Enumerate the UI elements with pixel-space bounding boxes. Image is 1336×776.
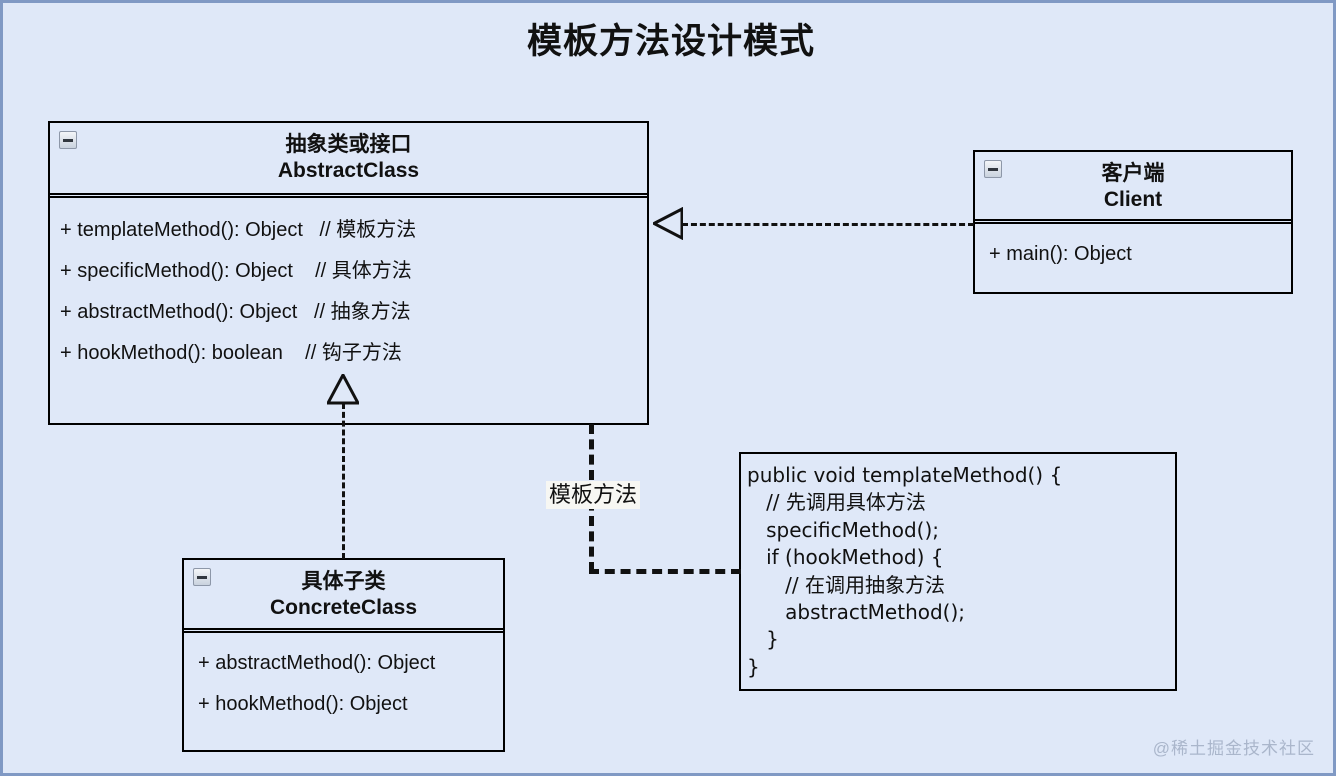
member-row: + abstractMethod(): Object // 抽象方法 — [60, 301, 411, 323]
abstractclass-separator — [50, 195, 647, 198]
client-header: 客户端 Client — [975, 152, 1291, 221]
concreteclass-separator — [184, 630, 503, 633]
client-title-cn: 客户端 — [1101, 162, 1165, 185]
code-note-box: public void templateMethod() { // 先调用具体方… — [739, 452, 1177, 691]
member-row: + templateMethod(): Object // 模板方法 — [60, 219, 417, 241]
client-separator — [975, 221, 1291, 224]
watermark: @稀土掘金技术社区 — [1152, 739, 1315, 758]
concreteclass-title-en: ConcreteClass — [269, 596, 418, 620]
generalization-dashed-line — [342, 403, 345, 559]
collapse-minus-icon[interactable] — [193, 568, 211, 586]
concreteclass-title-cn: 具体子类 — [301, 570, 386, 593]
collapse-minus-icon[interactable] — [984, 160, 1002, 178]
dependency-hollow-triangle-icon — [653, 207, 683, 240]
template-method-code: public void templateMethod() { // 先调用具体方… — [747, 463, 1063, 679]
member-row: + hookMethod(): Object — [198, 693, 408, 715]
concreteclass-members: + abstractMethod(): Object + hookMethod(… — [184, 633, 503, 733]
uml-class-client[interactable]: 客户端 Client + main(): Object — [973, 150, 1293, 294]
dependency-dashed-line — [682, 223, 974, 226]
concreteclass-header: 具体子类 ConcreteClass — [184, 560, 503, 630]
abstractclass-title-cn: 抽象类或接口 — [285, 133, 412, 156]
uml-class-concreteclass[interactable]: 具体子类 ConcreteClass + abstractMethod(): O… — [182, 558, 505, 752]
page-title: 模板方法设计模式 — [526, 22, 815, 61]
member-row: + specificMethod(): Object // 具体方法 — [60, 260, 412, 282]
note-link-horizontal-line — [589, 569, 741, 574]
generalization-hollow-triangle-icon — [327, 374, 359, 405]
note-link-label: 模板方法 — [546, 481, 641, 510]
client-title-en: Client — [1103, 188, 1163, 212]
abstractclass-members: + templateMethod(): Object // 模板方法 + spe… — [50, 198, 647, 382]
uml-class-abstractclass[interactable]: 抽象类或接口 AbstractClass + templateMethod():… — [48, 121, 649, 425]
abstractclass-title-en: AbstractClass — [277, 159, 420, 183]
member-row: + abstractMethod(): Object — [198, 652, 436, 674]
member-row: + hookMethod(): boolean // 钩子方法 — [60, 342, 402, 364]
client-members: + main(): Object — [975, 224, 1291, 283]
abstractclass-header: 抽象类或接口 AbstractClass — [50, 123, 647, 195]
member-row: + main(): Object — [989, 243, 1132, 265]
collapse-minus-icon[interactable] — [59, 131, 77, 149]
